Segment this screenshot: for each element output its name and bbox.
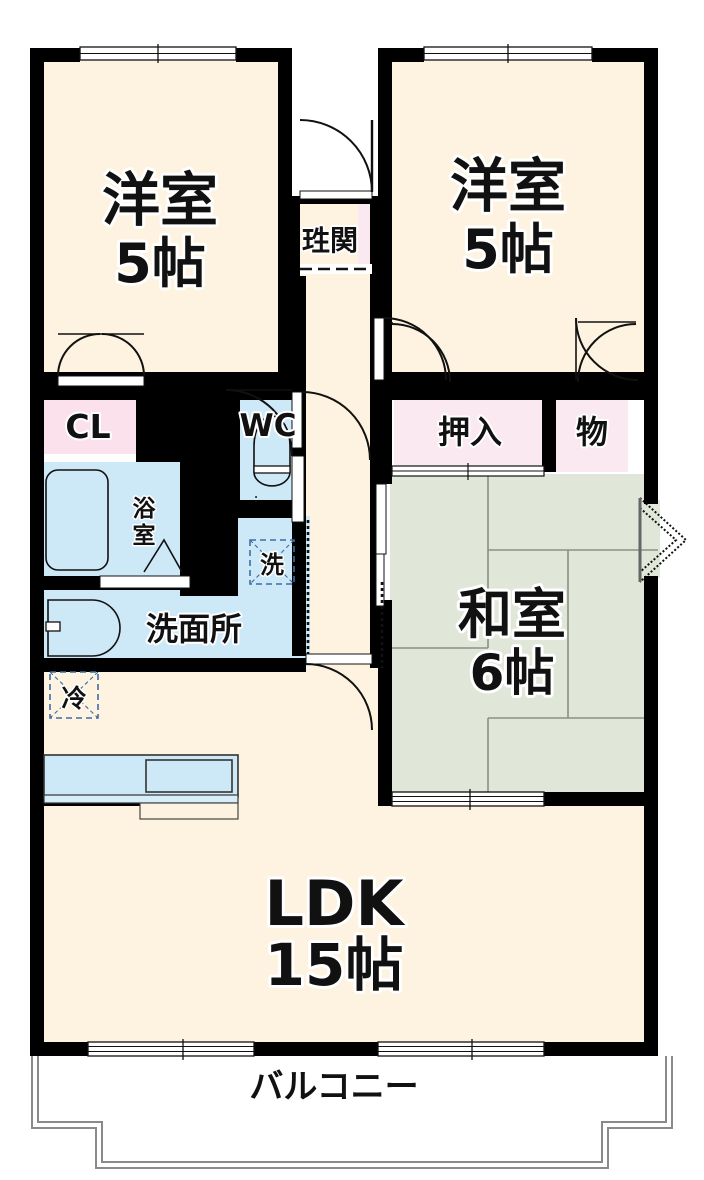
window-ldk-bottom-left xyxy=(87,1039,255,1060)
wall-oshiire-right xyxy=(542,386,556,472)
wall-balcony-band-left xyxy=(30,1042,88,1056)
wall-east-bedroom-top-right xyxy=(592,48,658,62)
walls xyxy=(30,48,658,1056)
appliance-slots xyxy=(49,539,295,719)
genkan-step-line xyxy=(300,264,372,274)
vanity-sink-icon xyxy=(45,599,121,657)
wall-cl-right xyxy=(136,386,238,462)
wall-corridor-left xyxy=(292,276,306,388)
bedroom-east-label: 洋室 xyxy=(450,152,566,220)
kitchen-sink-icon xyxy=(145,759,233,793)
kitchen-counter-icon xyxy=(43,754,239,820)
fridge-slot-label: 冷 xyxy=(61,684,86,713)
toilet-label: WC xyxy=(240,408,297,444)
entrance-label: 珄関 xyxy=(302,224,358,257)
door-arc-wc xyxy=(301,391,371,461)
wall-washroom-bottom xyxy=(30,658,306,672)
windows xyxy=(57,44,593,1060)
oshiire-fill xyxy=(394,392,554,472)
bathtub-icon xyxy=(45,469,109,571)
wall-bath-left xyxy=(30,386,44,670)
wall-west-bedroom-right xyxy=(278,48,292,386)
door-jamb-jp-room-2 xyxy=(375,553,385,607)
bathroom-drain-icon xyxy=(143,538,183,573)
door-jamb-jp-room xyxy=(375,483,387,555)
washroom-label: 洗面所 xyxy=(146,610,242,648)
fridge-slot-icon xyxy=(49,671,99,719)
bathroom-label-1: 浴室 xyxy=(133,496,157,549)
bedroom-west-size: 5帖 xyxy=(114,232,206,295)
door-jamb-bedroom-west xyxy=(291,455,305,523)
door-arc-entrance xyxy=(299,119,373,193)
door-jamb-wc xyxy=(291,391,303,449)
wall-balcony-band-right xyxy=(544,1042,658,1056)
closet-cl-label: CL xyxy=(65,407,110,446)
ldk-label: LDK xyxy=(264,867,405,940)
toilet-tank-line xyxy=(253,465,291,474)
closet-cl-fill xyxy=(40,392,136,454)
closet-fills xyxy=(40,196,628,472)
ldk-size: 15帖 xyxy=(265,931,404,999)
japanese-room-size: 6帖 xyxy=(470,644,555,702)
closet-cl-threshold xyxy=(57,375,145,387)
door-arc-bedroom-east-leaf xyxy=(575,317,639,381)
fusuma-oshiire xyxy=(391,463,545,480)
door-arc-bedroom-west xyxy=(225,389,293,457)
wall-ldk-left xyxy=(30,658,44,1056)
washer-slot-icon xyxy=(249,539,295,585)
wall-wc-left xyxy=(228,386,240,504)
japanese-room-floor xyxy=(390,474,658,800)
corridor-floor xyxy=(300,270,380,670)
wall-west-bedroom-left xyxy=(30,48,44,386)
room-labels: 洋室 5帖 洋室 5帖 和室 6帖 LDK 15帖 珄関 CL WC 浴室 洗面… xyxy=(60,149,610,1109)
wall-east-bedroom-right xyxy=(644,48,658,386)
dotted-partitions xyxy=(306,520,384,668)
ldk-corridor-threshold xyxy=(305,653,373,665)
tatami-seams xyxy=(390,474,658,800)
wall-genkan-right xyxy=(370,196,384,276)
wall-jp-top xyxy=(378,386,658,400)
washer-slot-label: 洗 xyxy=(260,551,284,579)
bedroom-west-label: 洋室 xyxy=(102,166,218,234)
bathroom-door-threshold xyxy=(99,575,191,589)
wall-jp-left-lower xyxy=(378,600,392,806)
oshiire-label: 押入 xyxy=(438,413,502,451)
wall-genkan-left xyxy=(292,196,300,276)
bedroom-west-floor xyxy=(30,48,290,386)
wall-wc-bottom xyxy=(236,500,306,518)
window-bedroom-west-top xyxy=(79,44,237,63)
door-arc-ldk xyxy=(305,663,373,731)
wall-jp-right-lower xyxy=(644,576,658,806)
wall-jp-right-upper xyxy=(644,386,658,504)
sliding-door-japanese-room-bottom xyxy=(391,789,545,810)
bedroom-east-floor xyxy=(390,48,658,386)
window-ldk-bottom-right xyxy=(377,1039,545,1060)
bedroom-east-size: 5帖 xyxy=(462,218,554,281)
mono-fill xyxy=(556,392,628,472)
wall-east-bedroom-bottom xyxy=(378,372,658,386)
genkan-threshold xyxy=(299,190,373,200)
wall-jp-left-upper xyxy=(378,386,392,484)
japanese-room-label: 和室 xyxy=(458,583,566,646)
wall-jp-bottom-right xyxy=(542,792,658,806)
balcony-outline xyxy=(31,1056,673,1169)
wall-balcony-band-mid xyxy=(252,1042,380,1056)
floor-fills xyxy=(30,48,660,1056)
door-swings-extra xyxy=(391,321,637,383)
bay-window-arrow-icon xyxy=(638,497,688,583)
wall-genkan-top xyxy=(300,196,384,204)
balcony-label: バルコニー xyxy=(249,1067,418,1107)
mono-label: 物 xyxy=(576,413,608,451)
door-jamb-bedroom-east xyxy=(373,317,385,381)
window-bedroom-east-top xyxy=(423,44,593,63)
